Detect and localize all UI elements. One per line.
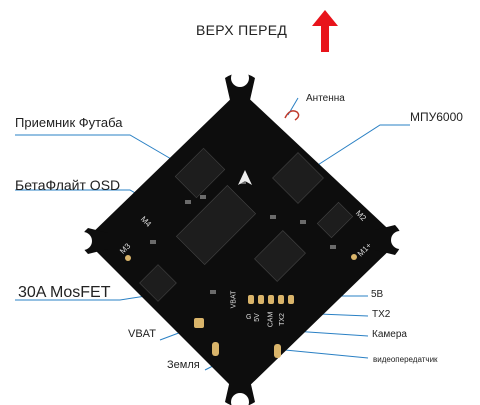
silk-vbat: VBAT (230, 290, 238, 309)
orientation-label: ВЕРХ ПЕРЕД (196, 22, 288, 38)
tx2-label: TX2 (372, 309, 391, 320)
mcu-chip (254, 230, 306, 282)
vtx-label: видеопередатчик (373, 355, 438, 364)
receiver-chip (174, 147, 226, 199)
front-arrow-icon (312, 10, 338, 52)
silk-cam: CAM (267, 311, 275, 328)
mpu-chip (272, 152, 324, 204)
silk-tx2: TX2 (278, 313, 286, 326)
vbat-label: VBAT (128, 328, 156, 340)
ground-label: Земля (167, 359, 200, 371)
board-logo-icon (238, 170, 252, 185)
camera-label: Камера (372, 329, 407, 340)
5v-label: 5В (371, 289, 384, 300)
antenna-label: Антенна (306, 93, 345, 104)
mpu-label: МПУ6000 (410, 110, 463, 124)
solder-pads (125, 254, 357, 358)
futaba-receiver-label: Приемник Футаба (15, 115, 123, 130)
mosfet-label: 30A MosFET (18, 284, 111, 301)
silk-g: G (246, 314, 252, 321)
osd-chip (175, 184, 257, 266)
chips (139, 147, 354, 302)
silk-5v: 5V (253, 313, 261, 322)
pcb-body (74, 69, 409, 405)
osd-label: БетаФлайт OSD (15, 177, 121, 193)
mosfet-chip (139, 264, 177, 302)
